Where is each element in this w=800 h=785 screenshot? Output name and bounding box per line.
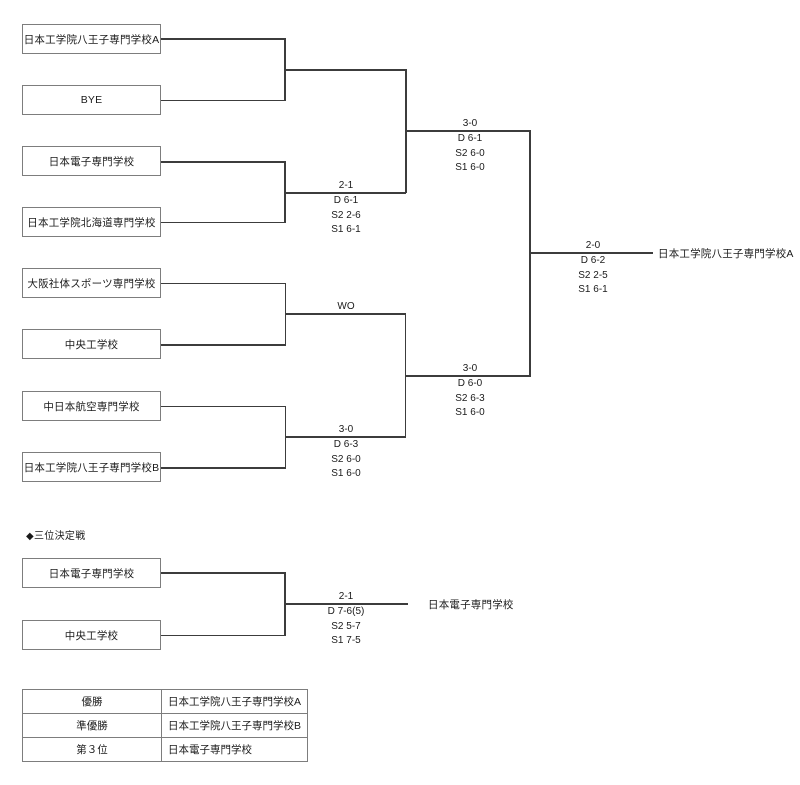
score-set-line: S2 6-0: [331, 453, 361, 465]
team-box-r1-7[interactable]: 中日本航空専門学校: [22, 391, 161, 421]
bracket-line-r2-arm3: [285, 313, 406, 316]
bracket-line-sf-arm-bottom: [405, 375, 531, 378]
score-sets-r2-m2: D 6-1 S2 2-6 S1 6-1: [296, 194, 396, 238]
score-sets-final: D 6-2 S2 2-5 S1 6-1: [543, 254, 643, 298]
results-rank-3: 第３位: [22, 737, 162, 762]
results-team-2: 日本工学院八王子専門学校B: [160, 713, 309, 738]
score-result-sf-1: 3-0: [462, 118, 478, 129]
bracket-line-final-arm: [529, 252, 653, 255]
score-set-line: S2 6-0: [455, 147, 485, 159]
bracket-line-m3-bottom: [161, 344, 286, 347]
score-set-line: S1 6-0: [455, 407, 485, 418]
score-set-line: S2 6-3: [455, 392, 485, 404]
table-row: 優勝 日本工学院八王子専門学校A: [22, 689, 309, 714]
team-box-r1-4[interactable]: 日本工学院北海道専門学校: [22, 207, 161, 237]
score-result-r2-m4: 3-0: [338, 424, 354, 435]
score-set-line: S2 2-6: [331, 209, 361, 221]
bracket-line-m2-bottom: [161, 222, 286, 223]
score-sets-sf-1: D 6-1 S2 6-0 S1 6-0: [420, 132, 520, 176]
score-result-sf-2: 3-0: [462, 363, 478, 374]
score-set-line: D 6-2: [580, 255, 606, 266]
score-set-line: S1 7-5: [331, 635, 361, 646]
team-box-r1-2[interactable]: BYE: [22, 85, 161, 115]
bracket-line-r2-arm1: [284, 69, 406, 72]
score-set-line: S1 6-1: [578, 284, 608, 295]
bracket-line-third-arm: [284, 603, 408, 606]
table-row: 準優勝 日本工学院八王子専門学校B: [22, 713, 309, 738]
third-place-heading: ◆三位決定戦: [26, 531, 86, 542]
score-result-third: 2-1: [338, 591, 354, 602]
bracket-line-m3-top: [161, 283, 286, 284]
bracket-line-r2-arm4: [285, 436, 406, 439]
bracket-line-m1-top: [161, 38, 286, 41]
champion-label: 日本工学院八王子専門学校A: [658, 248, 794, 260]
results-team-1: 日本工学院八王子専門学校A: [160, 689, 309, 714]
score-sets-third: D 7-6(5) S2 5-7 S1 7-5: [296, 605, 396, 649]
bracket-line-third-bottom: [161, 635, 286, 636]
results-rank-1: 優勝: [22, 689, 162, 714]
team-box-r1-5[interactable]: 大阪社体スポーツ専門学校: [22, 268, 161, 298]
score-set-line: S2 2-5: [578, 269, 608, 281]
score-result-r2-m3: WO: [337, 301, 355, 312]
score-set-line: D 6-1: [333, 195, 359, 206]
results-rank-2: 準優勝: [22, 713, 162, 738]
score-set-line: S1 6-0: [455, 162, 485, 173]
team-box-r1-8[interactable]: 日本工学院八王子専門学校B: [22, 452, 161, 482]
score-set-line: D 6-3: [333, 439, 359, 450]
third-place-winner-label: 日本電子専門学校: [428, 599, 514, 611]
bracket-line-m4-bottom: [161, 467, 286, 470]
bracket-line-r2-arm2: [284, 192, 406, 195]
table-row: 第３位 日本電子専門学校: [22, 737, 309, 762]
score-sets-r2-m4: D 6-3 S2 6-0 S1 6-0: [296, 438, 396, 482]
score-set-line: S2 5-7: [331, 620, 361, 632]
bracket-line-sf-arm-top: [405, 130, 531, 133]
bracket-line-m2-top: [161, 161, 286, 164]
bracket-line-m4-top: [161, 406, 286, 407]
score-sets-sf-2: D 6-0 S2 6-3 S1 6-0: [420, 377, 520, 421]
team-box-third-1[interactable]: 日本電子専門学校: [22, 558, 161, 588]
score-set-line: S1 6-1: [331, 224, 361, 235]
team-box-r1-6[interactable]: 中央工学校: [22, 329, 161, 359]
team-box-r1-1[interactable]: 日本工学院八王子専門学校A: [22, 24, 161, 54]
team-box-third-2[interactable]: 中央工学校: [22, 620, 161, 650]
results-table: 優勝 日本工学院八王子専門学校A 準優勝 日本工学院八王子専門学校B 第３位 日…: [22, 689, 309, 762]
bracket-line-third-top: [161, 572, 286, 575]
score-set-line: D 6-0: [457, 378, 483, 389]
score-set-line: D 7-6(5): [327, 606, 365, 617]
score-set-line: S1 6-0: [331, 468, 361, 479]
bracket-line-m1-bottom: [161, 100, 286, 101]
results-team-3: 日本電子専門学校: [160, 737, 309, 762]
score-set-line: D 6-1: [457, 133, 483, 144]
score-result-final: 2-0: [585, 240, 601, 251]
score-result-r2-m2: 2-1: [338, 180, 354, 191]
team-box-r1-3[interactable]: 日本電子専門学校: [22, 146, 161, 176]
